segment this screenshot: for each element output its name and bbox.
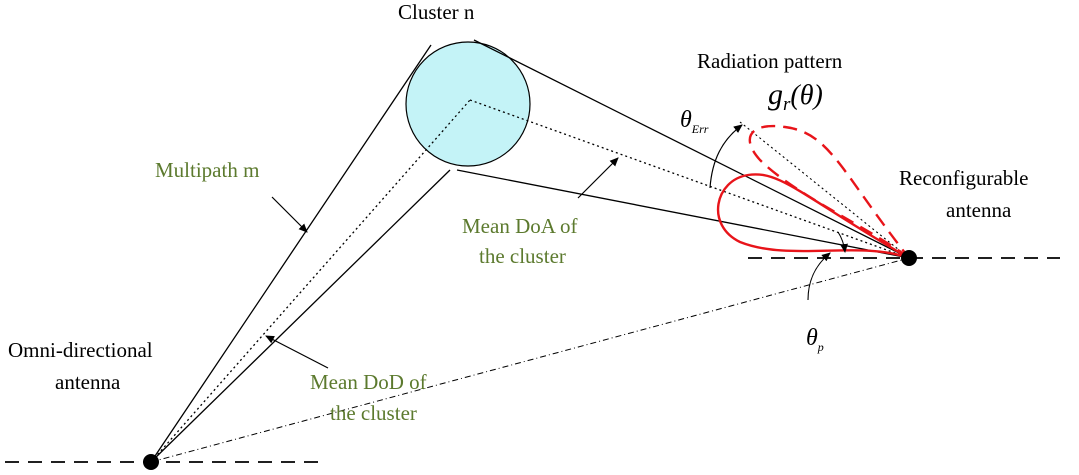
radiation-pattern-solid	[716, 173, 910, 260]
cluster-to-rx-upper	[473, 39, 910, 259]
reconfig-label-2: antenna	[946, 198, 1012, 222]
theta-err-sub: Err	[691, 122, 709, 136]
los-line	[150, 257, 910, 463]
theta-p-main: θ	[806, 325, 818, 351]
radiation-pattern-label: Radiation pattern	[697, 49, 843, 73]
mean-doa-label-2: the cluster	[479, 244, 566, 268]
radiation-pattern-dashed	[748, 124, 910, 259]
reconfig-antenna-node	[901, 250, 917, 266]
reconfig-label-1: Reconfigurable	[899, 166, 1028, 190]
gain-symbol: gr(θ)	[768, 78, 823, 115]
gain-symbol-main: g	[768, 78, 783, 111]
theta-err-label: θErr	[680, 107, 709, 136]
mean-doa-arrow	[577, 157, 619, 199]
gain-symbol-paren: (θ)	[790, 80, 822, 111]
multipath-line-lower	[150, 169, 451, 463]
theta-p-arc-small	[837, 231, 848, 253]
theta-err-arc	[709, 124, 743, 189]
omni-antenna-node	[143, 454, 159, 470]
multipath-line-upper	[150, 44, 432, 463]
pointing-line	[739, 121, 910, 259]
mean-dod-label-1: Mean DoD of	[310, 370, 427, 394]
theta-err-main: θ	[680, 107, 692, 133]
theta-p-arc	[807, 252, 831, 301]
omni-label-1: Omni-directional	[8, 338, 153, 362]
cluster-label: Cluster n	[398, 0, 475, 24]
multipath-arrow	[271, 196, 308, 233]
cluster-circle	[405, 41, 531, 167]
gain-symbol-sub: r	[783, 94, 791, 115]
mean-doa-label-1: Mean DoA of	[462, 214, 577, 238]
cluster-to-rx-lower	[456, 169, 910, 259]
multipath-label: Multipath m	[155, 158, 259, 182]
mean-dod-arrow	[265, 335, 329, 369]
mean-dod-line	[150, 99, 471, 463]
mean-dod-label-2: the cluster	[330, 401, 417, 425]
theta-p-label: θp	[806, 325, 824, 354]
theta-p-sub: p	[817, 340, 824, 354]
omni-label-2: antenna	[55, 370, 121, 394]
